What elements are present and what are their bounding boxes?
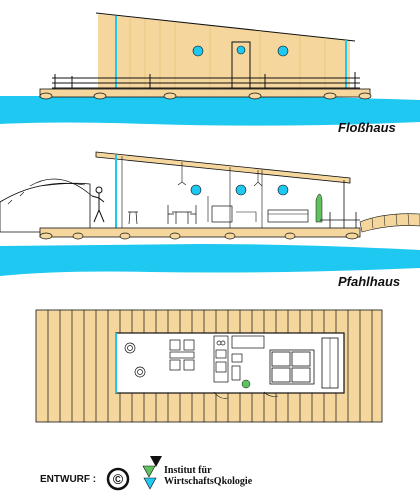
stilt-roof [95,151,351,184]
raft-water [0,96,420,126]
copyright-icon: © [106,467,130,491]
stilt-house-section [0,151,420,276]
kitchen-counter [211,205,233,223]
svg-text:©: © [113,471,124,487]
shore [0,182,91,233]
institute-logo-icon [142,456,162,490]
bed [267,209,309,223]
institute-name-line1: Institut für [164,465,212,476]
stilt-window [277,184,289,196]
stilt-water [0,244,420,276]
caption-stilt-house: Pfahlhaus [338,274,401,289]
fishing-figure-icon [29,178,105,223]
raft-house-wall [98,14,350,92]
raft-house-elevation [0,12,420,126]
plant [315,193,323,223]
design-label: ENTWURF : [40,474,97,485]
raft-window [192,45,204,57]
stilt-deck [39,227,361,238]
raft-window [277,45,289,57]
floor-plan [35,309,383,423]
stilt-window [235,184,247,196]
stilt-window [190,184,202,196]
walkway [359,213,420,233]
raft-deck [39,88,371,98]
caption-raft-house: Floßhaus [338,120,396,135]
dining-table [167,205,197,224]
institute-name-line2: WirtschaftsQkologie [164,476,253,487]
